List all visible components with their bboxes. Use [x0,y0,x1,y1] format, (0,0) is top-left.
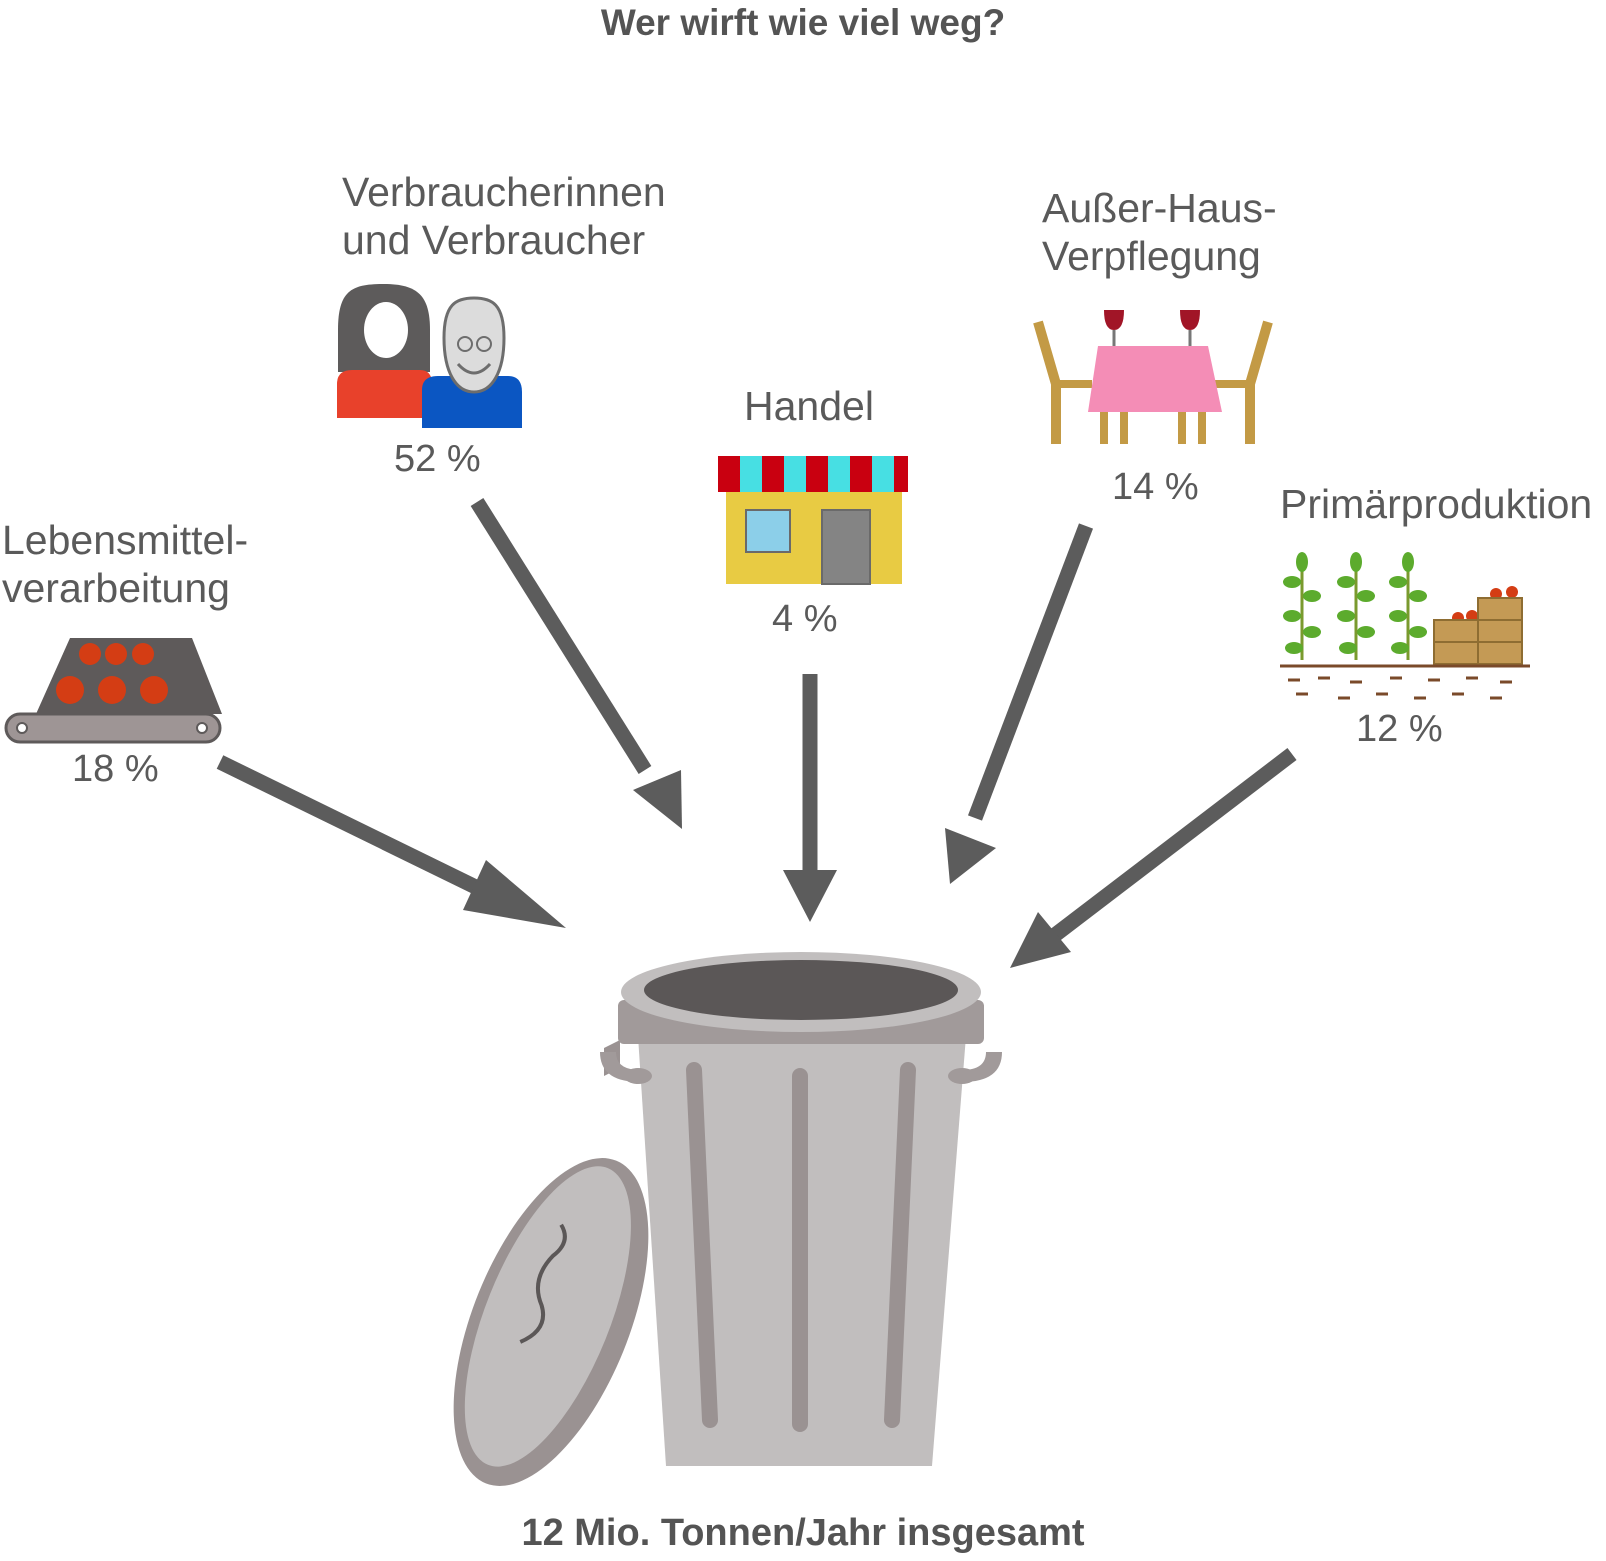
trash-bin-icon [600,952,1002,1466]
consumers-icon [337,284,522,428]
trash-lid-icon [453,1158,649,1486]
percent-food-processing: 18 % [72,748,159,790]
label-consumers: Verbraucherinnen und Verbraucher [342,169,666,263]
label-food-service: Außer-Haus- Verpflegung [1042,185,1277,279]
label-primary-production: Primärproduktion [1280,481,1593,527]
arrows [216,498,1297,968]
arrow-consumers [470,498,682,829]
conveyor-belt-icon [4,638,222,744]
label-retail: Handel [744,383,874,429]
total-amount: 12 Mio. Tonnen/Jahr insgesamt [521,1512,1085,1554]
percent-consumers: 52 % [394,438,481,480]
arrow-food-processing [216,755,566,928]
label-food-processing: Lebensmittel- verarbeitung [2,517,249,611]
shop-icon [718,456,908,585]
percent-retail: 4 % [772,598,838,640]
arrow-primary-production [1010,748,1297,968]
diagram-title: Wer wirft wie viel weg? [600,2,1006,43]
arrow-food-service [945,523,1094,884]
restaurant-table-icon [1033,310,1273,444]
arrow-retail [783,674,837,922]
field-crops-icon [1280,552,1530,700]
percent-food-service: 14 % [1112,466,1199,508]
percent-primary-production: 12 % [1356,708,1443,750]
